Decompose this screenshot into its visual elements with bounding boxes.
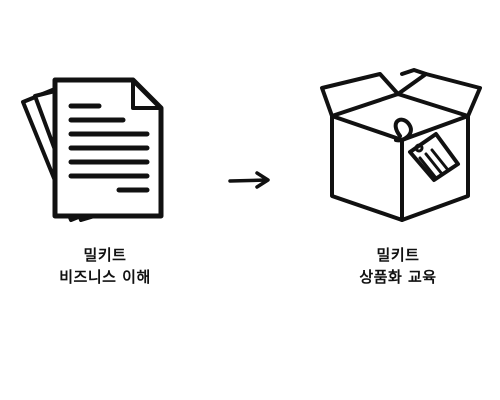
- arrow-right-icon: [225, 168, 275, 192]
- left-caption-line2: 비즈니스 이해: [59, 268, 151, 286]
- left-caption: 밀키트 비즈니스 이해: [20, 244, 190, 288]
- right-caption-line1: 밀키트: [376, 246, 420, 264]
- box-with-tag-icon: [318, 68, 486, 228]
- right-caption: 밀키트 상품화 교육: [313, 244, 483, 288]
- right-caption-line2: 상품화 교육: [359, 268, 437, 286]
- left-caption-line1: 밀키트: [83, 246, 127, 264]
- documents-icon: [15, 70, 185, 230]
